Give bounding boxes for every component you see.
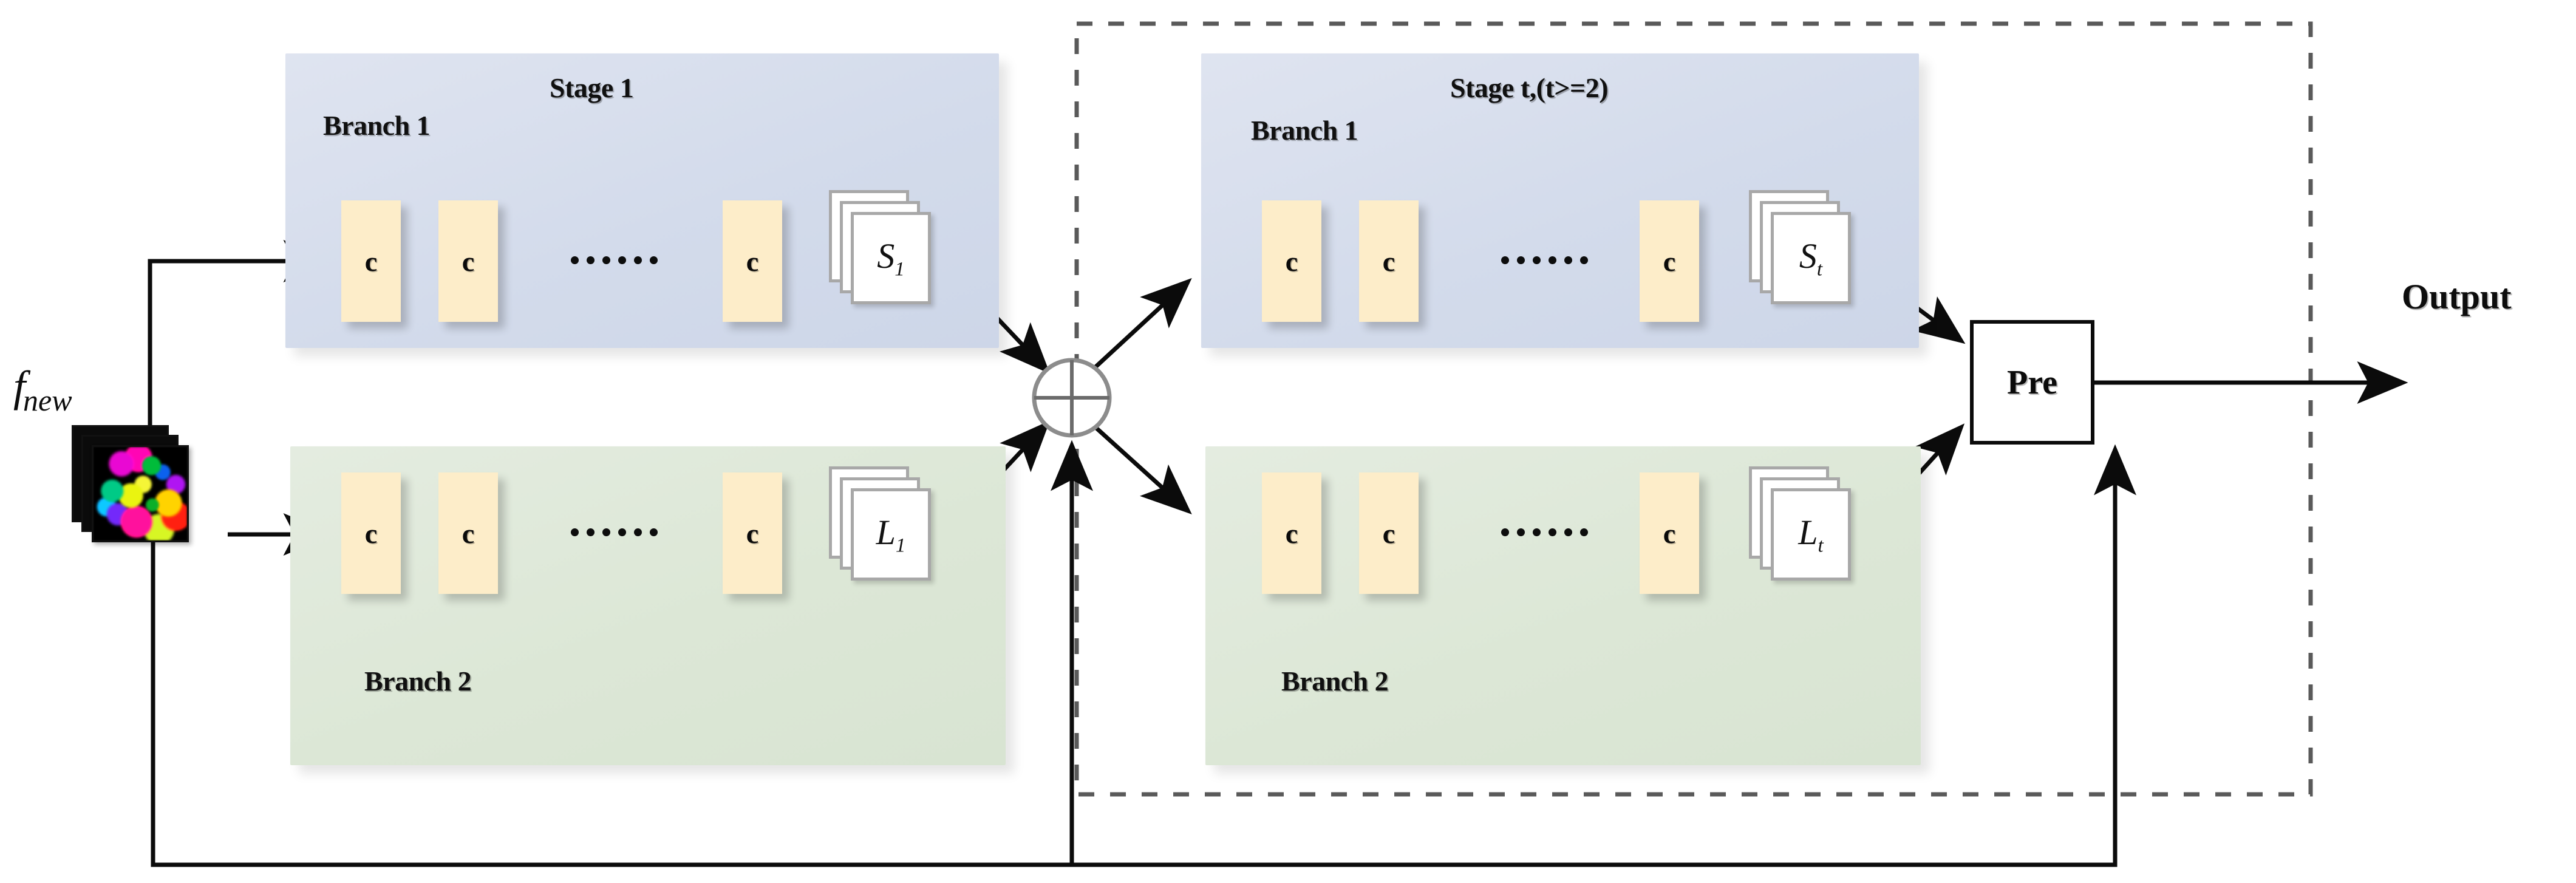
staget-branch1-conv-2[interactable]: c [1359, 200, 1419, 322]
staget-branch1-conv-1[interactable]: c [1262, 200, 1321, 322]
conv-block-letter: c [1285, 517, 1298, 549]
feature-map-sub: t [1816, 258, 1823, 281]
conv-block-letter: c [746, 517, 759, 549]
feature-map-sub: 1 [895, 534, 906, 557]
stage1-branch1-conv-1[interactable]: c [341, 200, 401, 322]
conv-block-letter: c [746, 245, 759, 277]
image-slice-front [92, 445, 189, 542]
staget-branch2-conv-2[interactable]: c [1359, 472, 1419, 594]
conv-block-letter: c [462, 517, 475, 549]
stage1-branch2-ellipsis [571, 528, 658, 536]
staget-branch2-conv-1[interactable]: c [1262, 472, 1321, 594]
dti-image-stack-icon [72, 425, 202, 556]
feature-card-front: St [1771, 212, 1851, 304]
conv-block-letter: c [364, 245, 378, 277]
stage1-branch1-label: Branch 1 [323, 110, 431, 141]
stage1-branch1-conv-2[interactable]: c [438, 200, 498, 322]
conv-block-letter: c [364, 517, 378, 549]
feature-map-base: S [877, 236, 895, 276]
staget-branch1-conv-3[interactable]: c [1640, 200, 1699, 322]
input-label-base: f [13, 362, 26, 411]
stage1-branch2-feature-map-L1: L1 [829, 466, 935, 588]
conv-block-letter: c [1663, 517, 1676, 549]
feature-map-base: L [1798, 512, 1818, 552]
stage1-branch1-ellipsis [571, 256, 658, 264]
feature-map-sub: t [1818, 534, 1824, 557]
staget-branch2-conv-3[interactable]: c [1640, 472, 1699, 594]
stage1-branch1-conv-3[interactable]: c [723, 200, 782, 322]
staget-branch2-label: Branch 2 [1281, 666, 1389, 697]
stage1-title: Stage 1 [550, 72, 634, 103]
feature-map-sub: 1 [894, 258, 905, 281]
feature-map-base: S [1799, 236, 1817, 276]
stage1-branch2-conv-3[interactable]: c [723, 472, 782, 594]
staget-branch2-feature-map-Lt: Lt [1749, 466, 1855, 588]
stage1-branch1-feature-map-S1: S1 [829, 190, 935, 312]
pre-label: Pre [2007, 363, 2057, 401]
stage1-branch2-conv-2[interactable]: c [438, 472, 498, 594]
conv-block-letter: c [462, 245, 475, 277]
staget-branch1-feature-map-St: St [1749, 190, 1855, 312]
conv-block-letter: c [1663, 245, 1676, 277]
feature-card-front: Lt [1771, 488, 1851, 581]
staget-branch1-ellipsis [1501, 256, 1588, 264]
conv-block-letter: c [1382, 245, 1395, 277]
input-label-sub: new [23, 383, 72, 417]
conv-block-letter: c [1285, 245, 1298, 277]
stage1-branch2-conv-1[interactable]: c [341, 472, 401, 594]
staget-title: Stage t,(t>=2) [1450, 72, 1609, 103]
feature-map-base: L [876, 512, 896, 552]
output-label: Output [2402, 277, 2512, 316]
staget-branch2-ellipsis [1501, 528, 1588, 536]
conv-block-letter: c [1382, 517, 1395, 549]
feature-card-front: L1 [851, 488, 931, 581]
staget-branch1-label: Branch 1 [1251, 115, 1358, 146]
input-label: fnew [13, 361, 75, 417]
pre-box[interactable]: Pre [1970, 320, 2094, 445]
stage1-branch2-label: Branch 2 [364, 666, 472, 697]
feature-card-front: S1 [851, 212, 931, 304]
